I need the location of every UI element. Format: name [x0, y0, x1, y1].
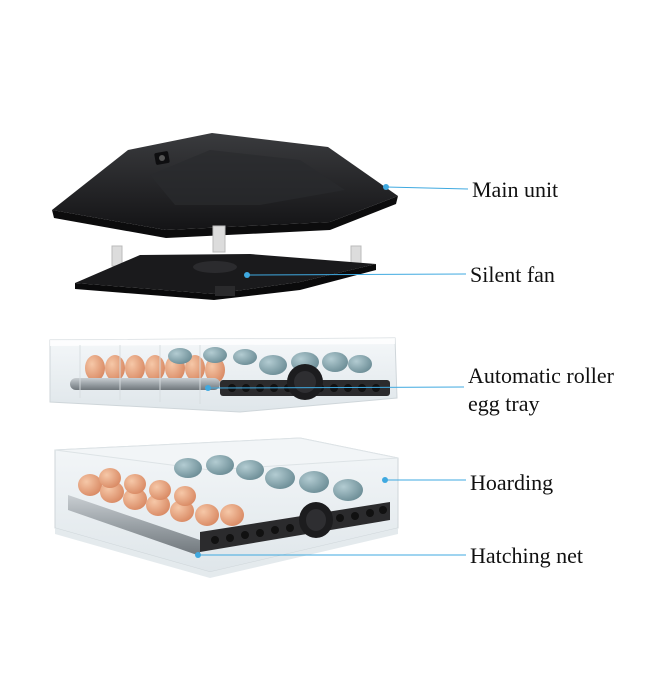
tray-eggs: [85, 347, 372, 383]
pointer-dot-silent-fan: [244, 272, 250, 278]
label-hoarding: Hoarding: [470, 470, 554, 495]
label-hatching-net: Hatching net: [470, 543, 584, 568]
silent-fan-plate: [75, 254, 376, 300]
leader-lines: [198, 186, 469, 556]
label-main-unit: Main unit: [472, 177, 559, 202]
label-roller-tray-line1: Automatic roller: [468, 363, 615, 388]
base-motor-knob: [299, 502, 333, 538]
base-eggs: [78, 455, 363, 526]
leader-line-silent-fan: [246, 273, 467, 276]
pointer-dot-main-unit: [383, 184, 389, 190]
leader-line-main-unit: [385, 186, 469, 190]
label-automatic-roller-egg-tray: Automatic roller egg tray: [468, 362, 614, 418]
base-roller-holes: [211, 506, 387, 544]
pointer-dot-roller-tray: [205, 385, 211, 391]
roller-egg-tray: [49, 337, 398, 413]
hoarding-base: [54, 437, 399, 578]
main-unit-lid: [52, 133, 398, 238]
label-roller-tray-line2: egg tray: [468, 391, 540, 416]
pointer-dots: [195, 184, 389, 558]
label-silent-fan: Silent fan: [470, 262, 555, 287]
pointer-dot-hoarding: [382, 477, 388, 483]
tray-motor-knob: [287, 364, 323, 400]
leader-line-roller-tray: [207, 386, 465, 389]
pointer-dot-hatching-net: [195, 552, 201, 558]
